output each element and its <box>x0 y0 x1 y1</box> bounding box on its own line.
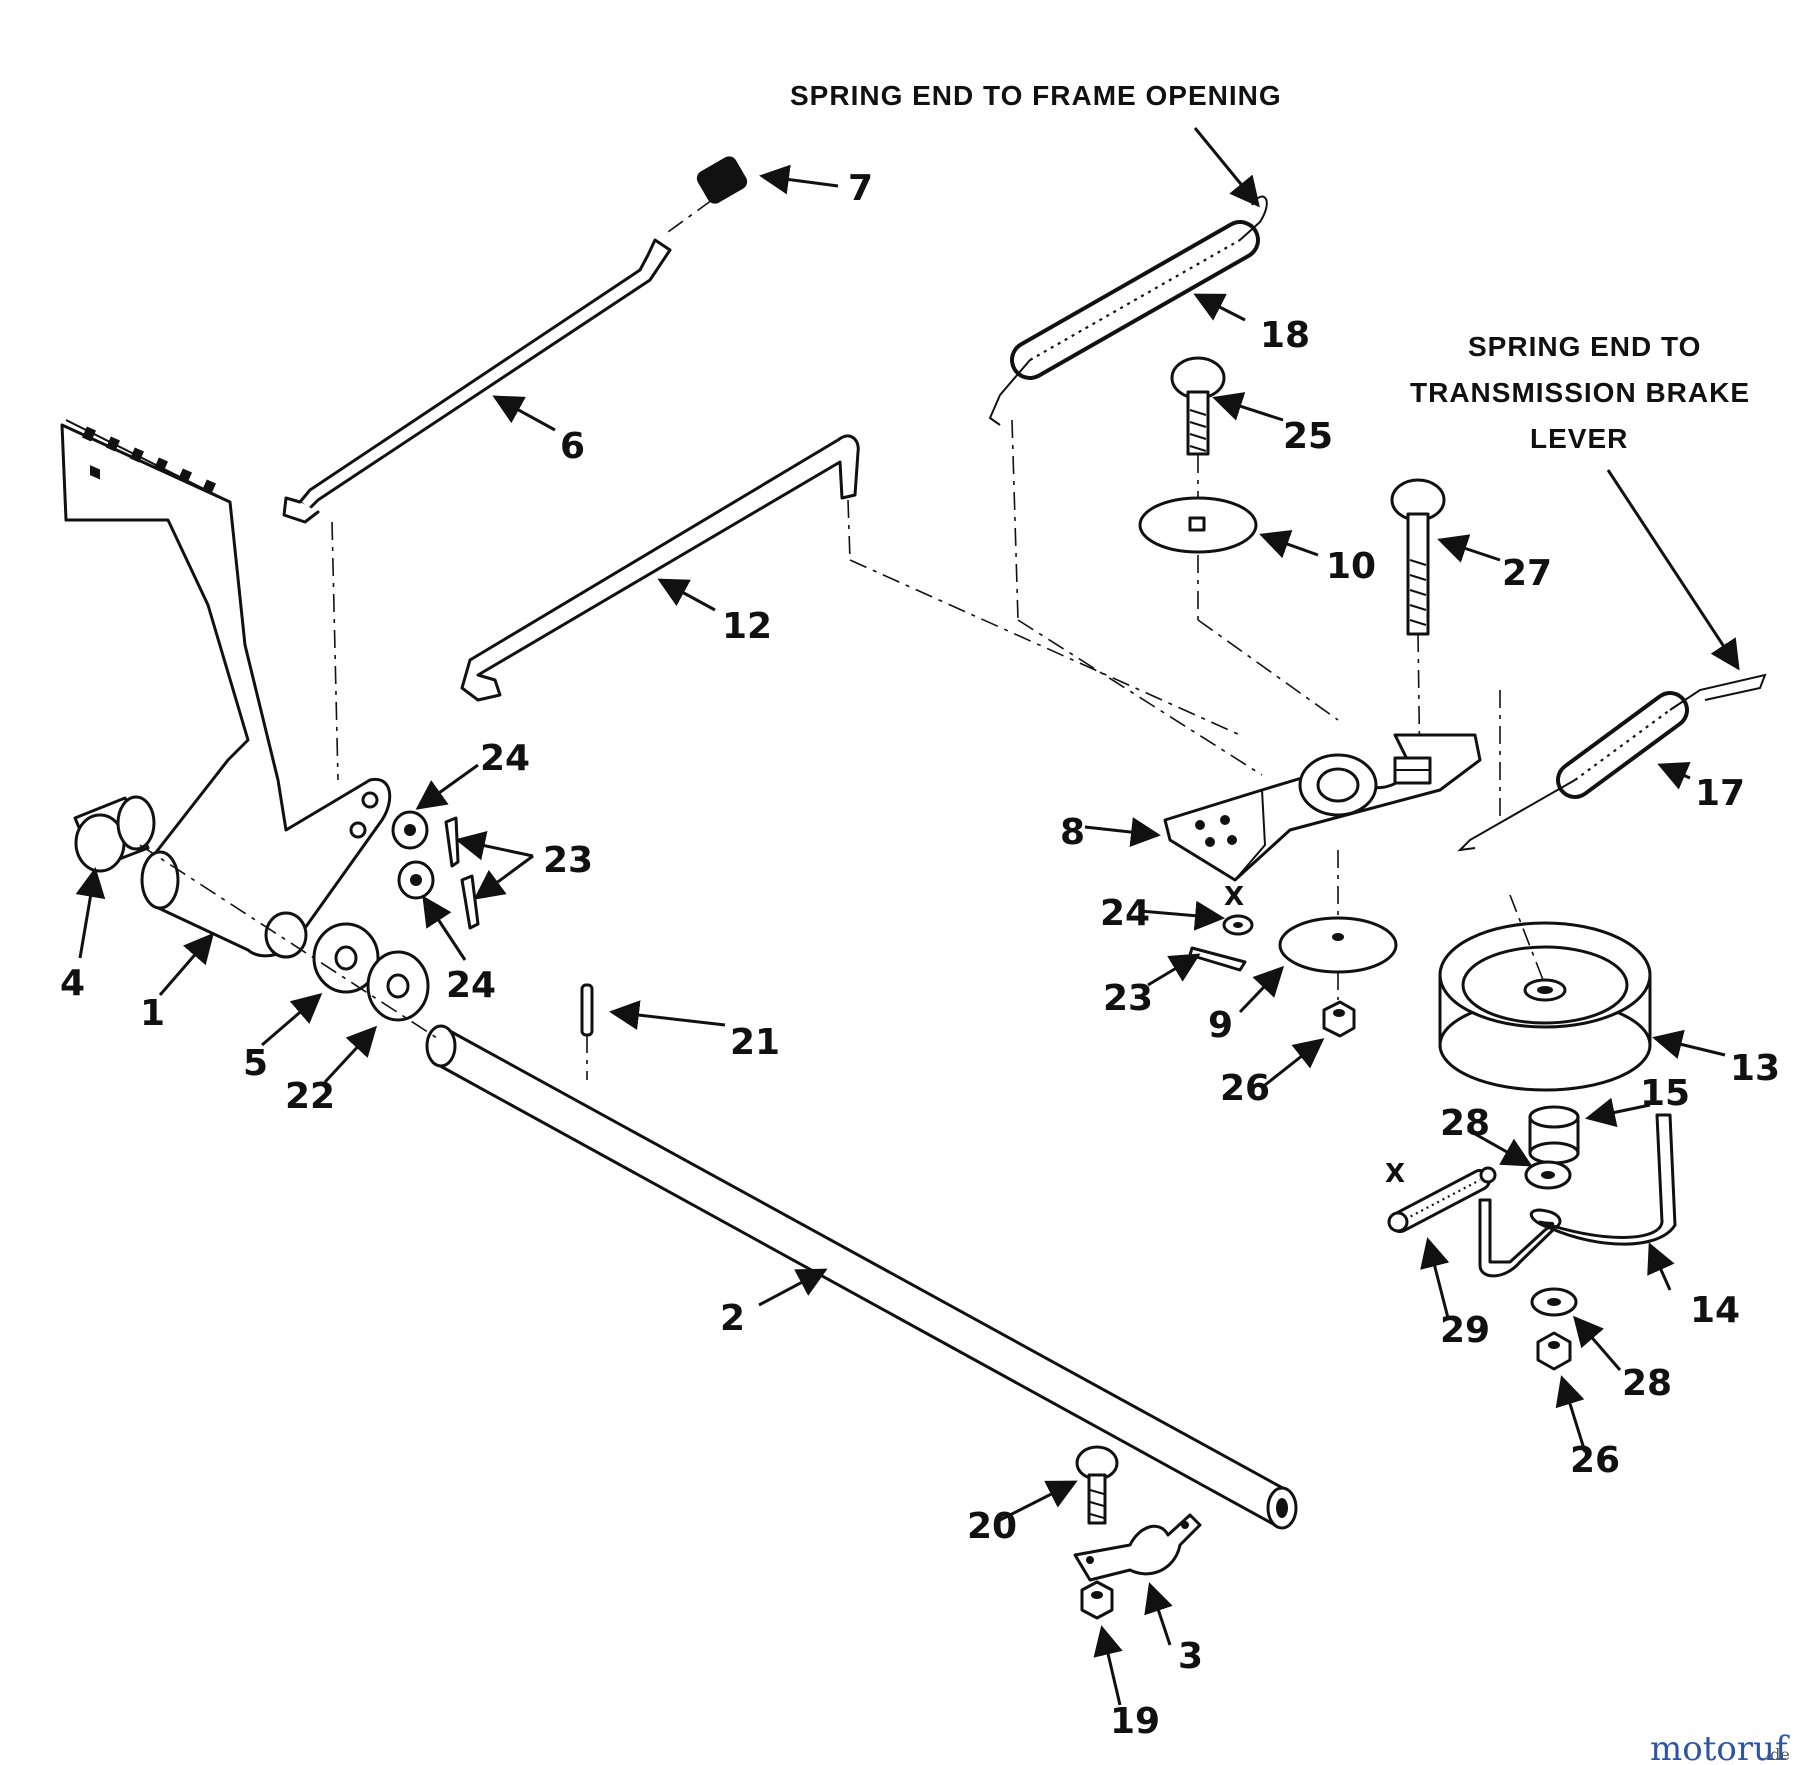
watermark: motoruf .de <box>1650 1729 1790 1765</box>
bolt-part-27 <box>1390 478 1446 636</box>
rod-part-6 <box>282 238 672 524</box>
pulley-part-13 <box>1438 921 1652 1092</box>
rod12-leader-a <box>847 499 851 561</box>
knob-leader <box>667 199 713 233</box>
label-12: 12 <box>722 606 772 647</box>
washer-part-28-upper <box>1524 1160 1572 1190</box>
x-mark-spring29: X <box>1385 1159 1405 1189</box>
label-22: 22 <box>285 1076 335 1117</box>
shaft-axis <box>139 844 441 1041</box>
label-7: 7 <box>848 168 873 209</box>
label-24-upper: 24 <box>480 738 530 779</box>
spacer-part-15 <box>1528 1105 1580 1165</box>
label-15: 15 <box>1640 1073 1690 1114</box>
label-2: 2 <box>720 1298 745 1339</box>
label-3: 3 <box>1178 1636 1203 1677</box>
pedal-teeth <box>81 426 217 495</box>
washer10-leader-b <box>1197 619 1339 721</box>
label-1: 1 <box>140 993 165 1034</box>
spring18-leader-a <box>1011 419 1019 621</box>
spring-part-18 <box>988 195 1268 426</box>
clamp-part-3 <box>1073 1513 1202 1582</box>
nut-part-26-upper <box>1322 1000 1356 1038</box>
note-trans-line3: LEVER <box>1530 423 1628 454</box>
label-23-bracket: 23 <box>1103 978 1153 1019</box>
watermark-suffix: .de <box>1765 1745 1790 1764</box>
bolt-part-25 <box>1170 356 1226 456</box>
washer-part-24-upper <box>391 810 429 850</box>
note-trans-line1: SPRING END TO <box>1468 331 1701 362</box>
cotter-pin-part-23-b <box>460 874 480 930</box>
label-5: 5 <box>243 1043 268 1084</box>
label-4: 4 <box>60 963 85 1004</box>
idler-arm-part-14 <box>1478 1113 1677 1278</box>
label-21: 21 <box>730 1022 780 1063</box>
bolt-part-20 <box>1075 1445 1119 1525</box>
label-6: 6 <box>560 426 585 467</box>
label-14: 14 <box>1690 1290 1740 1331</box>
washer-part-24-bracket <box>1222 914 1254 936</box>
label-26-upper: 26 <box>1220 1068 1270 1109</box>
washer-part-22 <box>366 950 430 1022</box>
label-25: 25 <box>1283 416 1333 457</box>
cotter-pin-part-23-a <box>444 816 460 868</box>
spring-part-29 <box>1387 1166 1497 1233</box>
bracket-part-8 <box>1163 733 1482 882</box>
watermark-main: motoruf <box>1650 1729 1790 1765</box>
label-24-lower: 24 <box>446 965 496 1006</box>
spring18-leader-b <box>1017 619 1263 776</box>
label-19: 19 <box>1110 1701 1160 1742</box>
washer-part-10 <box>1138 496 1258 554</box>
label-26-lower: 26 <box>1570 1440 1620 1481</box>
note-frame-opening-arrow <box>1193 127 1260 208</box>
washer-part-28-lower <box>1530 1287 1578 1317</box>
label-24-bracket: 24 <box>1100 893 1150 934</box>
nut-part-19 <box>1080 1580 1114 1620</box>
label-9: 9 <box>1208 1005 1233 1046</box>
label-20: 20 <box>967 1506 1017 1547</box>
label-17: 17 <box>1695 773 1745 814</box>
washer-part-9 <box>1278 916 1398 974</box>
rod6-leader <box>331 521 339 781</box>
label-13: 13 <box>1730 1048 1780 1089</box>
note-frame-opening: SPRING END TO FRAME OPENING <box>790 80 1282 111</box>
spring-part-17 <box>1457 673 1767 852</box>
label-18: 18 <box>1260 315 1310 356</box>
cotter-pin-part-23-bracket <box>1188 946 1247 972</box>
label-28-lower: 28 <box>1622 1363 1672 1404</box>
label-28-upper: 28 <box>1440 1103 1490 1144</box>
rod12-leader-b <box>849 559 1241 736</box>
rod-part-12 <box>460 434 860 702</box>
label-29: 29 <box>1440 1310 1490 1351</box>
label-10: 10 <box>1326 546 1376 587</box>
pedal-part-1 <box>60 419 392 959</box>
washer-part-24-lower <box>397 860 435 900</box>
callout-arrows <box>75 164 1726 1706</box>
label-23-upper: 23 <box>543 840 593 881</box>
x-mark-bracket: X <box>1224 882 1244 912</box>
note-trans-arrow <box>1606 469 1740 671</box>
shaft-part-2 <box>425 1024 1298 1530</box>
note-trans-line2: TRANSMISSION BRAKE <box>1410 377 1750 408</box>
label-8: 8 <box>1060 812 1085 853</box>
roll-pin-part-21 <box>580 983 594 1037</box>
knob-part-7 <box>696 156 748 204</box>
bushing-part-4 <box>73 795 156 873</box>
nut-part-26-lower <box>1536 1331 1572 1371</box>
pulley-leader <box>1509 894 1546 986</box>
label-27: 27 <box>1502 553 1552 594</box>
